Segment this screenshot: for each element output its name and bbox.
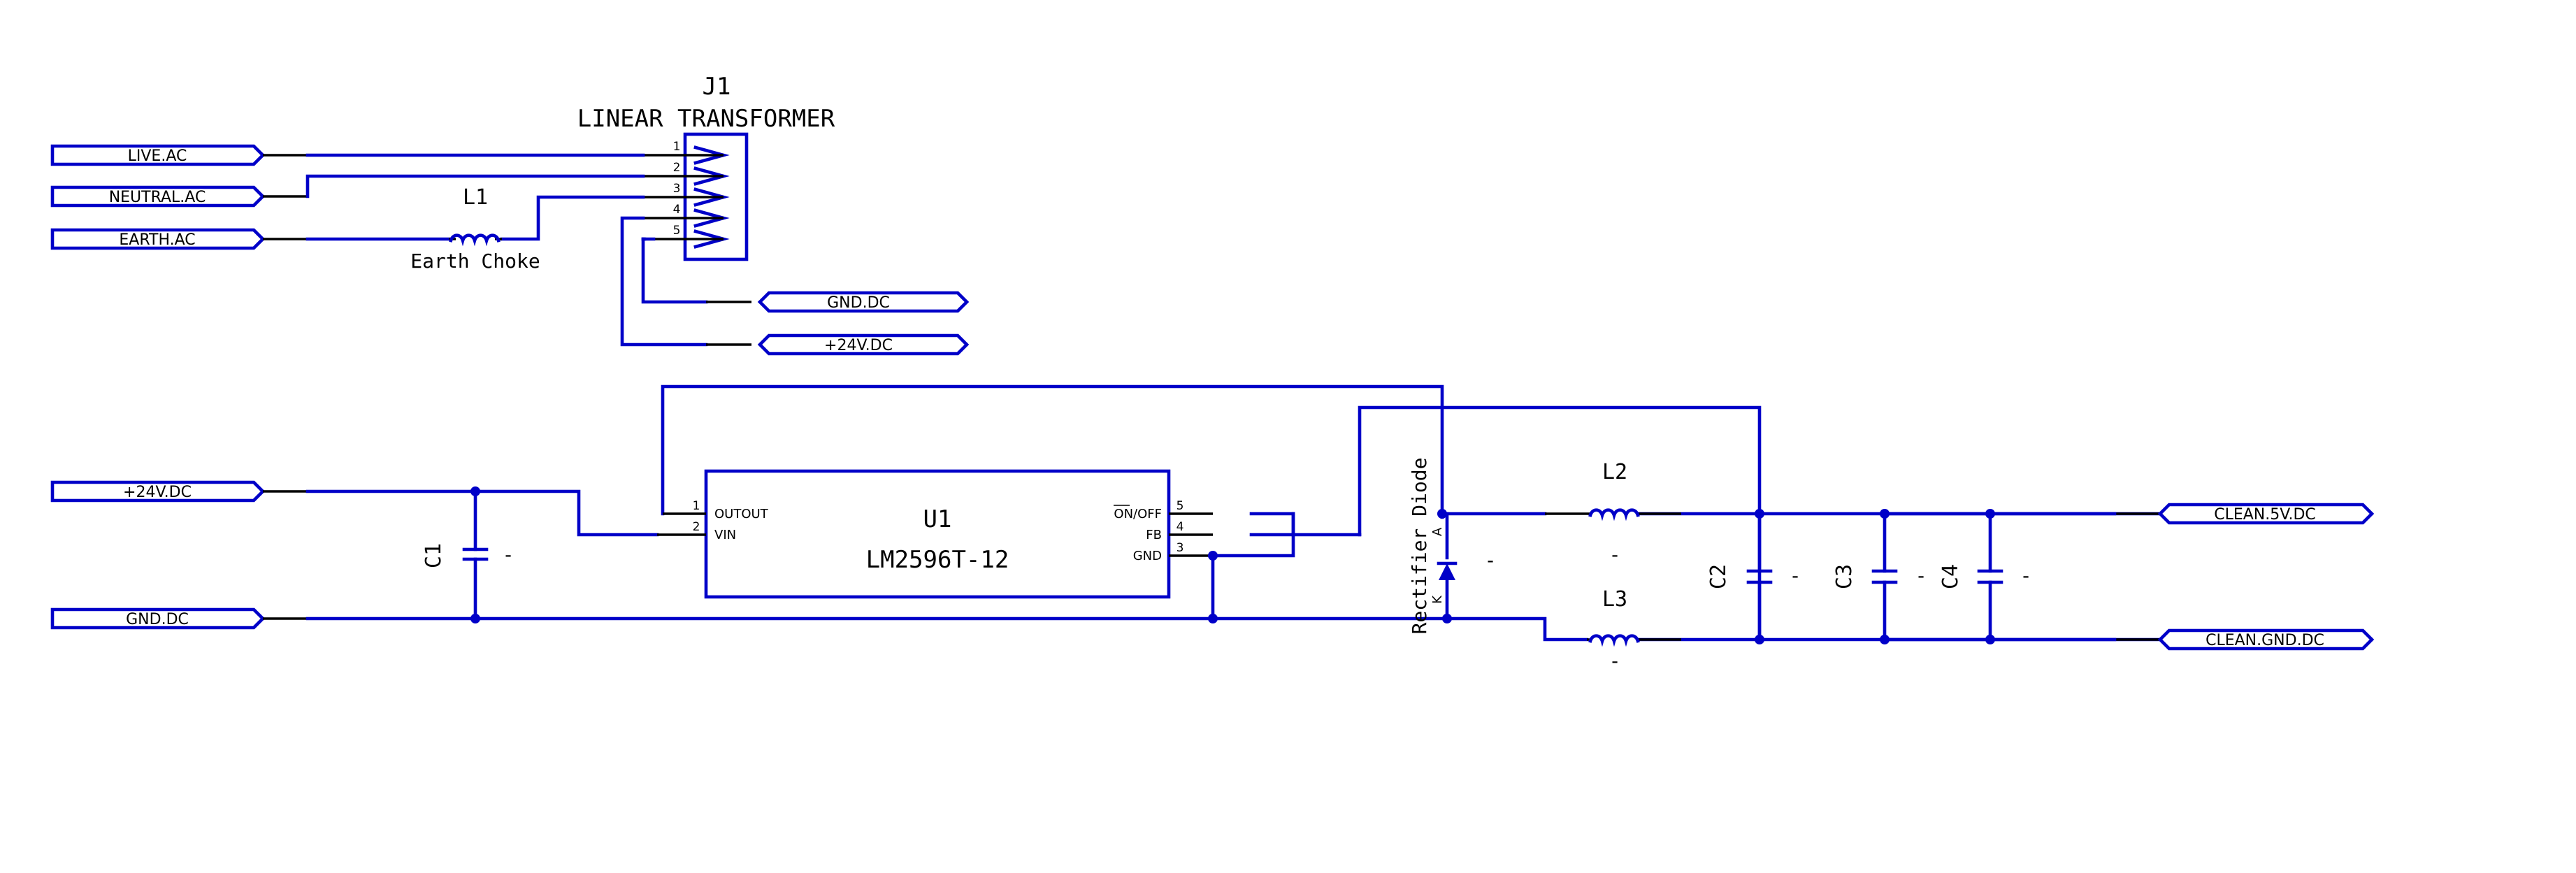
flag-neutral-ac: NEUTRAL.AC bbox=[50, 185, 266, 208]
l1-ref: L1 bbox=[463, 185, 488, 210]
j1-pin5-num: 5 bbox=[673, 224, 681, 238]
d1-ref: - bbox=[1485, 549, 1497, 572]
u1-regulator: U1 LM2596T-12 1 2 OUTOUT VIN 5 4 3 ON/OF… bbox=[657, 469, 1213, 599]
u1-pin2-num: 2 bbox=[693, 520, 700, 534]
d1-value: Rectifier Diode bbox=[1408, 458, 1431, 635]
flag-clean-5v-label: CLEAN.5V.DC bbox=[2214, 506, 2316, 524]
u1-pin3-num: 3 bbox=[1177, 541, 1184, 555]
flag-gnd-dc-in-label: GND.DC bbox=[126, 611, 189, 628]
c4-value: - bbox=[2020, 564, 2032, 587]
u1-pin5-num: 5 bbox=[1177, 499, 1184, 513]
j1-pin1-num: 1 bbox=[673, 140, 681, 154]
c2-value: - bbox=[1790, 564, 1801, 587]
flag-clean-gnd-label: CLEAN.GND.DC bbox=[2206, 632, 2324, 649]
l1-value: Earth Choke bbox=[410, 250, 540, 273]
flag-clean-5v: CLEAN.5V.DC bbox=[2157, 503, 2375, 525]
flag-24v-dc-in: +24V.DC bbox=[50, 480, 266, 503]
flag-live-ac: LIVE.AC bbox=[50, 144, 266, 166]
c3-capacitor: C3 - bbox=[1832, 512, 1927, 642]
l3-value: - bbox=[1609, 649, 1621, 672]
l2-ref: L2 bbox=[1602, 460, 1627, 484]
l2-value: - bbox=[1609, 543, 1621, 566]
flag-24v-dc-in-label: +24V.DC bbox=[123, 484, 192, 501]
u1-pin4-num: 4 bbox=[1177, 520, 1184, 534]
u1-pin5-name: ON/OFF bbox=[1114, 507, 1162, 521]
junction-dot bbox=[1208, 551, 1218, 561]
c4-capacitor: C4 - bbox=[1938, 512, 2032, 642]
u1-value: LM2596T-12 bbox=[866, 546, 1009, 574]
j1-pin2-num: 2 bbox=[673, 161, 681, 175]
j1-ref: J1 bbox=[703, 73, 731, 101]
flag-live-ac-label: LIVE.AC bbox=[128, 147, 187, 165]
l1-choke: L1 Earth Choke bbox=[410, 185, 540, 273]
junction-dot bbox=[1880, 509, 1890, 519]
junction-dot bbox=[1755, 509, 1764, 519]
c3-value: - bbox=[1915, 564, 1927, 587]
junction-dot bbox=[1208, 614, 1218, 623]
junction-dot bbox=[1437, 509, 1447, 519]
c4-ref: C4 bbox=[1938, 564, 1963, 589]
j1-pin3-num: 3 bbox=[673, 182, 681, 196]
junction-dot bbox=[470, 486, 480, 496]
c2-capacitor: C2 - bbox=[1706, 564, 1801, 589]
junctions bbox=[470, 486, 1995, 644]
d1-anode-label: A bbox=[1430, 527, 1445, 536]
u1-pin1-num: 1 bbox=[693, 499, 700, 513]
c1-value: - bbox=[503, 543, 515, 566]
u1-pin4-name: FB bbox=[1146, 528, 1162, 542]
j1-value: LINEAR TRANSFORMER bbox=[577, 105, 835, 133]
u1-body bbox=[704, 469, 1171, 599]
junction-dot bbox=[1880, 635, 1890, 644]
c3-ref: C3 bbox=[1832, 564, 1857, 589]
flag-24v-dc-out: +24V.DC bbox=[757, 333, 970, 356]
ac-wiring bbox=[263, 153, 751, 347]
flag-earth-ac: EARTH.AC bbox=[50, 228, 266, 250]
junction-dot bbox=[470, 614, 480, 623]
output-rails bbox=[1883, 512, 2117, 642]
junction-dot bbox=[1985, 635, 1995, 644]
l3-inductor: L3 - bbox=[1587, 587, 1681, 672]
junction-dot bbox=[1985, 509, 1995, 519]
flag-gnd-dc-out: GND.DC bbox=[757, 291, 970, 313]
c1-capacitor: C1 - bbox=[422, 489, 515, 621]
j1-pin4-num: 4 bbox=[673, 203, 681, 217]
u1-pin2-name: VIN bbox=[714, 528, 736, 542]
u1-pin1-name: OUTOUT bbox=[714, 507, 769, 521]
l2-inductor: L2 - bbox=[1545, 460, 1681, 566]
d1-rectifier-diode: Rectifier Diode A K - bbox=[1408, 458, 1496, 635]
u1-ref: U1 bbox=[923, 505, 952, 533]
flag-earth-ac-label: EARTH.AC bbox=[119, 231, 195, 249]
flag-clean-gnd: CLEAN.GND.DC bbox=[2157, 628, 2375, 651]
flag-gnd-dc-out-label: GND.DC bbox=[827, 294, 890, 312]
flag-24v-dc-out-label: +24V.DC bbox=[824, 337, 893, 354]
u1-pin3-name: GND bbox=[1133, 549, 1162, 563]
flag-gnd-dc-in: GND.DC bbox=[50, 607, 266, 630]
flag-neutral-ac-label: NEUTRAL.AC bbox=[109, 189, 206, 206]
junction-dot bbox=[1755, 635, 1764, 644]
j1-transformer: J1 LINEAR TRANSFORMER 1 2 3 4 5 bbox=[577, 73, 835, 261]
l3-ref: L3 bbox=[1602, 587, 1627, 612]
d1-cathode-label: K bbox=[1430, 595, 1445, 604]
c2-ref: C2 bbox=[1706, 564, 1731, 589]
c1-ref: C1 bbox=[422, 543, 446, 568]
diode-triangle bbox=[1439, 563, 1455, 580]
junction-dot bbox=[1442, 614, 1452, 623]
